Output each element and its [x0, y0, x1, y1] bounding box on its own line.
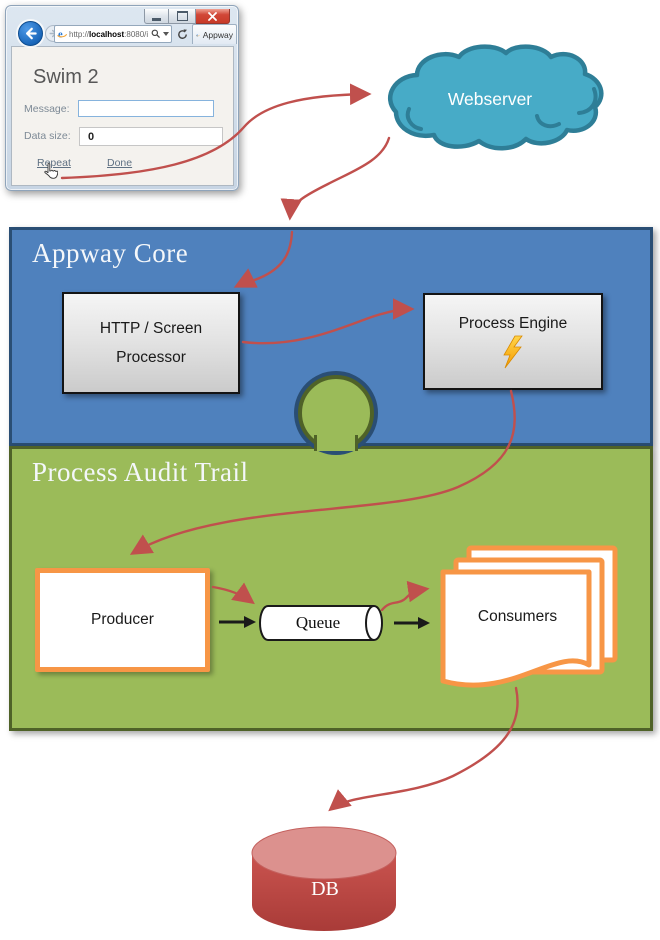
puzzle-neck-edge-left	[314, 435, 317, 451]
url-suffix: :8080/i	[124, 29, 149, 39]
process-engine-label: Process Engine	[458, 314, 568, 332]
message-input[interactable]	[78, 100, 214, 117]
close-button[interactable]	[196, 9, 230, 24]
address-bar[interactable]: e http://localhost:8080/i	[54, 25, 172, 43]
data-size-input[interactable]	[79, 127, 223, 146]
browser-page: Swim 2 Message: Data size: Repeat Done	[11, 46, 234, 186]
process-audit-trail-title: Process Audit Trail	[32, 457, 249, 487]
refresh-icon	[177, 28, 187, 39]
url-text: http://localhost:8080/i	[69, 30, 148, 39]
done-link[interactable]: Done	[107, 157, 133, 169]
puzzle-neck-edge-right	[355, 435, 358, 451]
puzzle-connector-neck	[317, 437, 355, 451]
refresh-button[interactable]	[174, 25, 190, 43]
svg-text:e: e	[196, 32, 198, 37]
db-label: DB	[311, 878, 339, 900]
db-cylinder	[251, 826, 397, 931]
http-processor-label-line2: Processor	[116, 349, 186, 366]
window-controls	[144, 9, 230, 24]
process-engine-box: Process Engine	[423, 293, 603, 390]
http-processor-label-line1: HTTP / Screen	[99, 320, 203, 337]
minimize-button[interactable]	[144, 9, 169, 24]
hand-cursor-icon	[44, 163, 58, 179]
minimize-icon	[152, 17, 161, 21]
url-prefix: http://	[69, 29, 90, 39]
arrow-webserver-to-appway-core	[280, 136, 391, 221]
search-dropdown-caret-icon[interactable]	[163, 32, 169, 36]
back-button[interactable]	[18, 21, 43, 46]
maximize-icon	[176, 11, 188, 21]
maximize-button[interactable]	[169, 9, 196, 24]
data-size-label: Data size:	[24, 130, 71, 142]
http-screen-processor-box: HTTP / Screen Processor	[62, 292, 240, 394]
svg-text:e: e	[58, 30, 63, 39]
url-host: localhost	[89, 29, 125, 39]
producer-label: Producer	[91, 611, 154, 628]
webserver-cloud	[388, 44, 604, 151]
lightning-bolt-icon	[503, 335, 523, 368]
producer-box: Producer	[35, 568, 210, 672]
message-label: Message:	[24, 103, 70, 115]
browser-tab-appway[interactable]: e Appway	[192, 24, 237, 44]
ie-icon: e	[57, 30, 67, 39]
webserver-label: Webserver	[447, 89, 533, 109]
search-icon[interactable]	[151, 29, 161, 39]
ie-icon: e	[196, 32, 200, 37]
close-icon	[208, 11, 217, 21]
back-arrow-icon	[25, 27, 37, 40]
tab-label: Appway	[202, 29, 233, 40]
page-title: Swim 2	[33, 66, 99, 88]
browser-window: e http://localhost:8080/i e Appway	[5, 5, 239, 191]
appway-core-title: Appway Core	[32, 238, 189, 268]
